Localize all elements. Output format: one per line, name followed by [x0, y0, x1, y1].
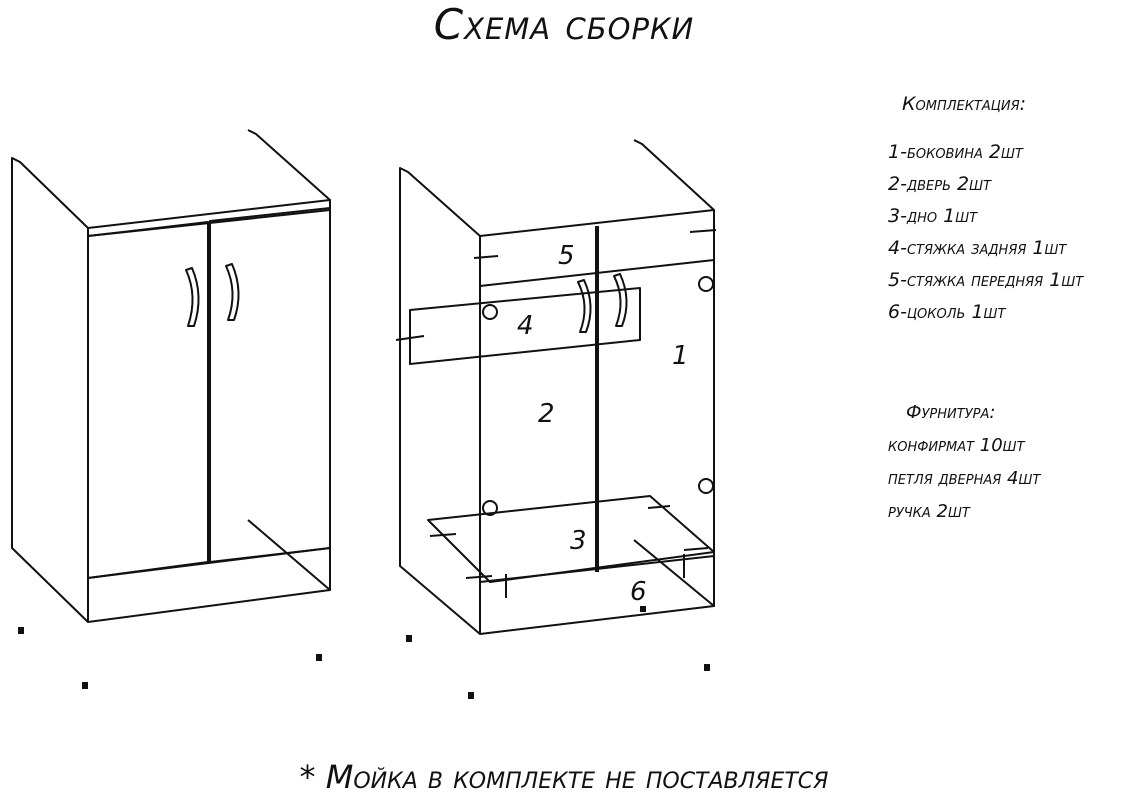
kit-item: 2-дверь 2шт	[888, 173, 991, 195]
assembled-cabinet	[11, 129, 331, 623]
part-labels: 1 2 3 4 5 6	[517, 241, 689, 607]
hinge-icon	[482, 304, 498, 320]
foot-marker	[406, 635, 412, 642]
cabinet-right-side-panel	[247, 129, 331, 591]
part-label-3: 3	[570, 526, 587, 556]
part-label-1: 1	[672, 341, 689, 371]
right-door-handle-exploded	[613, 273, 628, 327]
hinge-icon	[698, 276, 714, 292]
fittings-heading: Фурнитура:	[906, 402, 996, 423]
exploded-screws	[395, 229, 717, 598]
screw-icon	[647, 505, 671, 509]
page-title: Схема сборки	[433, 0, 695, 49]
screw-icon	[473, 255, 499, 259]
screw-icon	[465, 575, 493, 579]
exploded-cabinet	[399, 139, 715, 635]
right-door-handle	[225, 263, 240, 321]
screw-icon	[395, 335, 425, 341]
kit-item: 3-дно 1шт	[888, 205, 978, 227]
foot-marker	[640, 606, 646, 612]
kit-item: 6-цоколь 1шт	[888, 301, 1006, 323]
plinth-panel	[479, 555, 715, 635]
cabinet-left-door	[87, 221, 209, 579]
part-label-5: 5	[558, 241, 575, 271]
fittings-list: Фурнитура: конфирмат 10шт петля дверная …	[888, 396, 1123, 528]
part-label-4: 4	[517, 311, 534, 341]
cabinet-left-side-panel	[11, 157, 89, 623]
kit-list: Комплектация: 1-боковина 2шт 2-дверь 2шт…	[888, 88, 1123, 328]
foot-marker	[468, 692, 474, 699]
cabinet-feet	[18, 627, 322, 689]
kit-item: 5-стяжка передняя 1шт	[888, 269, 1084, 291]
screw-icon	[429, 533, 457, 537]
part-label-2: 2	[538, 399, 555, 429]
screw-icon	[689, 229, 717, 233]
exploded-feet	[406, 606, 710, 699]
foot-marker	[316, 654, 322, 661]
kit-heading: Комплектация:	[902, 93, 1027, 115]
foot-marker	[82, 682, 88, 689]
cabinet-right-door	[209, 207, 331, 563]
hinge-icon	[698, 478, 714, 494]
footnote: * Мойка в комплекте не поставляется	[299, 758, 829, 796]
cabinet-plinth	[87, 547, 331, 623]
left-door-handle-exploded	[577, 279, 592, 333]
front-rail	[479, 209, 715, 287]
fittings-item: петля дверная 4шт	[888, 468, 1041, 489]
left-door-handle	[185, 267, 200, 327]
fittings-item: ручка 2шт	[888, 501, 970, 522]
fittings-item: конфирмат 10шт	[888, 435, 1025, 456]
screw-icon	[683, 547, 709, 551]
bottom-panel	[427, 495, 715, 583]
side-panel-right	[633, 139, 715, 607]
kit-item: 4-стяжка задняя 1шт	[888, 237, 1067, 259]
hinge-icon	[482, 500, 498, 516]
part-label-6: 6	[630, 577, 647, 607]
foot-marker	[18, 627, 24, 634]
foot-marker	[704, 664, 710, 671]
side-panel-left	[399, 167, 481, 635]
kit-item: 1-боковина 2шт	[888, 141, 1023, 163]
back-rail	[409, 287, 641, 365]
